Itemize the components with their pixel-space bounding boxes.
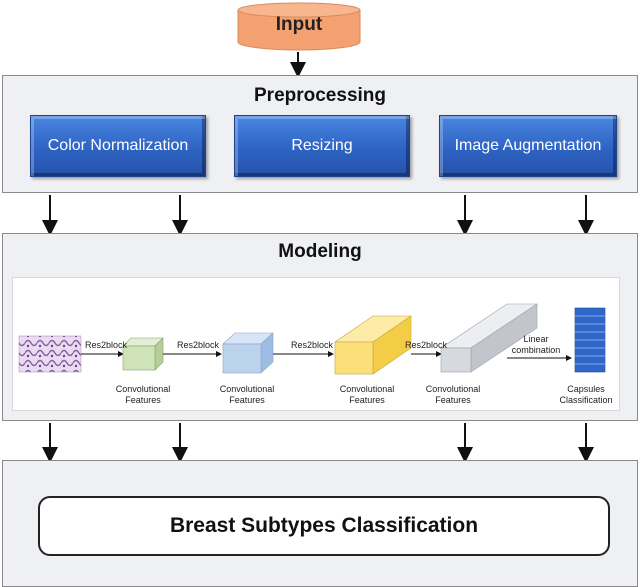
- conv-feature-cube-4: [440, 303, 538, 373]
- breast-subtypes-classification-box: Breast Subtypes Classification: [38, 496, 610, 556]
- resizing-step: Resizing: [234, 115, 410, 177]
- conv-features-1-line-1: Convolutional: [115, 384, 171, 394]
- capsules-label-line-2: Classification: [559, 395, 613, 405]
- res2block-label-4: Res2block: [405, 340, 448, 350]
- conv-feature-cube-1: [122, 337, 164, 371]
- res2block-label-3: Res2block: [291, 340, 334, 350]
- model-architecture-strip: Res2block Res2block Res2block Res2block …: [12, 277, 620, 411]
- preprocessing-title: Preprocessing: [254, 85, 386, 106]
- modeling-title: Modeling: [278, 241, 362, 262]
- linear-label-line-1: Linear: [523, 334, 549, 344]
- conv-features-3-line-1: Convolutional: [339, 384, 395, 394]
- linear-label-line-2: combination: [511, 345, 561, 355]
- res2block-label-1: Res2block: [85, 340, 128, 350]
- capsules-label-line-1: Capsules: [567, 384, 605, 394]
- linear-combination-label: Linear combination: [511, 334, 561, 356]
- conv-feature-cube-3: [334, 315, 412, 375]
- conv-features-label-4: Convolutional Features: [421, 384, 485, 406]
- conv-feature-cube-2: [222, 332, 274, 374]
- conv-features-2-line-2: Features: [229, 395, 265, 405]
- capsules-stack: [574, 307, 606, 373]
- conv-features-label-1: Convolutional Features: [111, 384, 175, 406]
- image-augmentation-step: Image Augmentation: [439, 115, 617, 177]
- color-normalization-step: Color Normalization: [30, 115, 206, 177]
- input-cylinder-shape: [237, 2, 361, 51]
- input-node: Input: [236, 2, 362, 52]
- conv-features-3-line-2: Features: [349, 395, 385, 405]
- conv-features-2-line-1: Convolutional: [219, 384, 275, 394]
- conv-features-1-line-2: Features: [125, 395, 161, 405]
- capsules-classification-label: Capsules Classification: [553, 384, 619, 406]
- model-architecture-diagram: [18, 303, 606, 375]
- conv-features-4-line-2: Features: [435, 395, 471, 405]
- res2block-label-2: Res2block: [177, 340, 220, 350]
- conv-features-4-line-1: Convolutional: [425, 384, 481, 394]
- conv-features-label-2: Convolutional Features: [215, 384, 279, 406]
- input-label: Input: [275, 14, 323, 35]
- conv-features-label-3: Convolutional Features: [335, 384, 399, 406]
- histology-image: [18, 335, 82, 373]
